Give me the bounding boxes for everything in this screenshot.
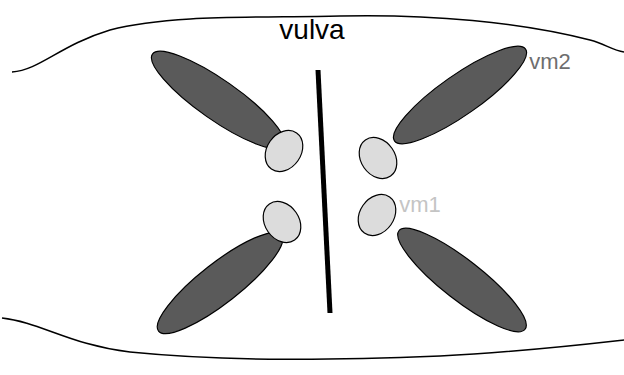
vulva-line (318, 70, 330, 313)
vm1-muscle (255, 194, 308, 250)
body-outline (2, 318, 624, 359)
vm2-muscle (383, 33, 537, 158)
muscle-label: vm1 (399, 194, 441, 216)
muscle-label: vm2 (529, 51, 571, 73)
vm2-muscle (146, 219, 294, 347)
vm1-muscle (257, 123, 310, 179)
vm1-muscle (350, 187, 403, 243)
structure-label: vulva (279, 16, 344, 44)
vm1-muscle (351, 130, 404, 186)
vm2-muscle (387, 215, 538, 345)
